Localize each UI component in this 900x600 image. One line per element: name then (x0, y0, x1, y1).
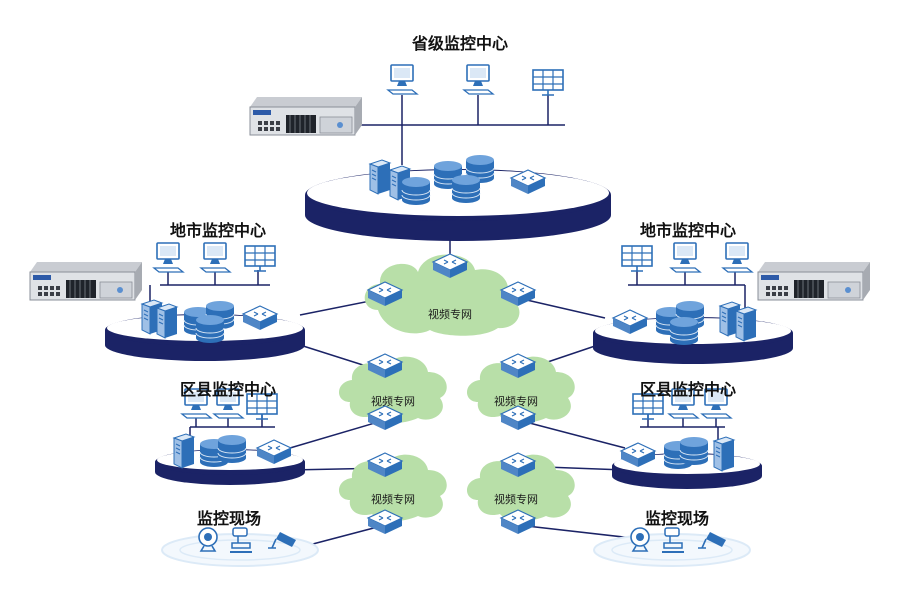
cloud-label: 视频专网 (371, 394, 415, 408)
cloud-icon: 视频专网 (338, 454, 447, 522)
city-left-terminals (153, 242, 276, 273)
site-right (593, 527, 751, 567)
site-label-right: 监控现场 (645, 509, 710, 528)
county-center-label-left: 区县监控中心 (180, 380, 277, 399)
city-left-platform (105, 299, 305, 361)
county-center-label-right: 区县监控中心 (640, 380, 737, 399)
city-center-label-left: 地市监控中心 (170, 221, 267, 240)
cloud-icon: 视频专网 (466, 356, 575, 424)
workstation-icon (387, 64, 418, 95)
cloud-icon: 视频专网 (338, 356, 447, 424)
workstation-icon (463, 64, 494, 95)
server-rack-icon (249, 96, 363, 136)
site-left (161, 527, 319, 567)
city-right-platform (593, 300, 793, 364)
video-private-network-clouds: 视频专网 视频专网 视频专网 视频专网 视频专网 (338, 254, 575, 522)
cloud-label: 视频专网 (494, 394, 538, 408)
video-wall-icon (532, 69, 564, 96)
provincial-terminals (387, 64, 564, 96)
county-right-platform (612, 436, 762, 489)
provincial-center-label: 省级监控中心 (412, 34, 509, 53)
cloud-icon: 视频专网 (466, 454, 575, 522)
county-left-platform (155, 433, 305, 485)
city-right-terminals (621, 242, 753, 273)
server-rack-icon (757, 261, 871, 301)
cloud-label: 视频专网 (428, 307, 472, 321)
cloud-icon: 视频专网 (364, 254, 520, 336)
city-center-label-right: 地市监控中心 (640, 221, 737, 240)
server-rack-icon (29, 261, 143, 301)
site-label-left: 监控现场 (197, 509, 262, 528)
cloud-label: 视频专网 (371, 492, 415, 506)
cloud-label: 视频专网 (494, 492, 538, 506)
